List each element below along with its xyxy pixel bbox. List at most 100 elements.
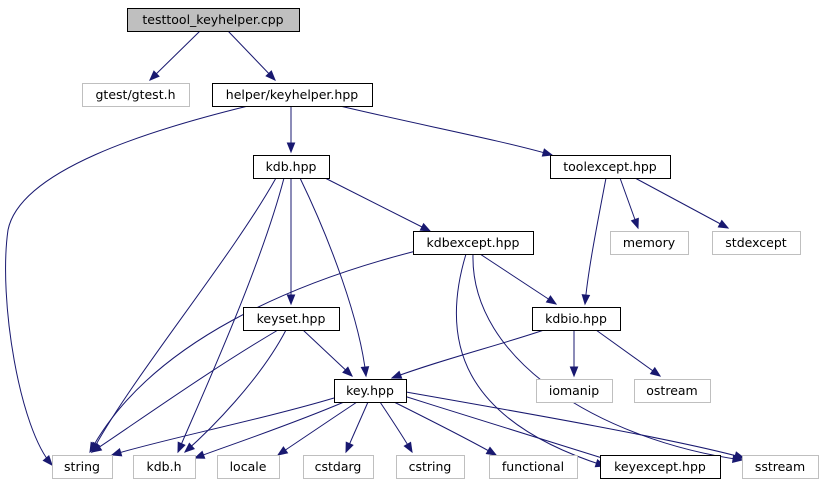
node-testtool[interactable]: testtool_keyhelper.cpp: [127, 8, 300, 32]
node-kdbhpp[interactable]: kdb.hpp: [253, 155, 330, 179]
node-label: gtest/gtest.h: [96, 87, 176, 102]
edge-keyhelper-to-string: [5, 105, 249, 467]
node-stdexcept[interactable]: stdexcept: [712, 231, 801, 255]
arrowhead-icon: [265, 70, 276, 81]
node-gtest[interactable]: gtest/gtest.h: [82, 83, 190, 107]
node-label: string: [64, 459, 100, 474]
edge-kdbhpp-to-keyhpp: [299, 177, 370, 378]
node-label: memory: [623, 235, 676, 250]
edge-toolexcept-to-stdexcept: [634, 177, 730, 229]
arrowhead-icon: [485, 446, 498, 456]
arrowhead-icon: [581, 294, 591, 306]
edge-kdbhpp-to-kdbexcept: [324, 177, 432, 232]
node-keyhpp[interactable]: key.hpp: [334, 379, 407, 403]
edge-keyhelper-to-kdbhpp: [286, 106, 296, 154]
node-sstream[interactable]: sstream: [742, 455, 819, 479]
node-label: cstring: [409, 459, 452, 474]
node-label: sstream: [755, 459, 805, 474]
edge-testtool-to-keyhelper: [227, 30, 276, 81]
node-cstdarg[interactable]: cstdarg: [303, 455, 374, 479]
edge-kdbio-to-iomanip: [569, 330, 579, 378]
edge-kdbhpp-to-keyset: [286, 178, 296, 306]
arrowhead-icon: [419, 222, 432, 232]
arrowhead-icon: [541, 148, 554, 157]
arrowhead-icon: [183, 442, 195, 453]
node-label: locale: [230, 459, 267, 474]
node-label: iomanip: [549, 383, 599, 398]
node-cstring[interactable]: cstring: [396, 455, 465, 479]
arrowhead-icon: [390, 370, 403, 379]
arrowhead-icon: [360, 366, 370, 378]
arrowhead-icon: [342, 366, 353, 377]
node-label: keyexcept.hpp: [614, 459, 706, 474]
arrowhead-icon: [90, 443, 103, 453]
node-label: kdbexcept.hpp: [427, 235, 520, 250]
edge-kdbio-to-keyhpp: [390, 329, 545, 379]
edge-keyset-to-keyhpp: [302, 329, 353, 377]
node-ostream[interactable]: ostream: [634, 379, 711, 403]
edge-keyhpp-to-kdbh: [193, 401, 345, 459]
arrowhead-icon: [193, 450, 206, 459]
node-label: toolexcept.hpp: [563, 159, 657, 174]
node-kdbexcept[interactable]: kdbexcept.hpp: [413, 231, 534, 255]
edge-testtool-to-gtest: [149, 30, 201, 81]
edge-keyhpp-to-sstream: [405, 391, 746, 460]
edge-kdbexcept-to-kdbio: [479, 253, 558, 305]
arrowhead-icon: [286, 142, 296, 154]
edge-keyhpp-to-string: [110, 397, 335, 457]
arrowhead-icon: [545, 295, 558, 305]
edge-kdbexcept-to-string: [89, 249, 421, 454]
edge-kdbexcept-to-sstream: [472, 253, 744, 463]
edge-kdbhpp-to-kdbh: [177, 177, 285, 454]
edge-toolexcept-to-kdbio: [581, 177, 607, 306]
edge-keyhpp-to-functional: [393, 401, 498, 456]
node-keyexcept[interactable]: keyexcept.hpp: [600, 455, 721, 479]
arrowhead-icon: [733, 451, 746, 460]
arrowhead-icon: [177, 441, 186, 454]
edge-keyhelper-to-toolexcept: [339, 105, 554, 157]
node-label: kdb.hpp: [266, 159, 317, 174]
nodes-layer: testtool_keyhelper.cpp gtest/gtest.h helpe…: [52, 8, 819, 479]
node-functional[interactable]: functional: [489, 455, 578, 479]
arrowhead-icon: [569, 366, 579, 378]
node-label: cstdarg: [315, 459, 362, 474]
node-label: key.hpp: [346, 383, 394, 398]
node-keyhelper[interactable]: helper/keyhelper.hpp: [212, 83, 373, 107]
edge-keyhpp-to-keyexcept: [403, 395, 617, 464]
node-memory[interactable]: memory: [610, 231, 689, 255]
edge-toolexcept-to-memory: [619, 177, 639, 230]
edge-kdbexcept-to-keyexcept: [455, 253, 607, 468]
edge-keyset-to-string: [90, 329, 279, 453]
node-kdbio[interactable]: kdbio.hpp: [532, 307, 621, 331]
arrowhead-icon: [345, 441, 354, 454]
arrowhead-icon: [276, 446, 289, 456]
arrowhead-icon: [717, 219, 730, 229]
node-label: kdbio.hpp: [545, 311, 607, 326]
edge-keyhpp-to-locale: [276, 401, 358, 456]
arrowhead-icon: [630, 217, 639, 230]
node-locale[interactable]: locale: [217, 455, 280, 479]
edge-keyhpp-to-cstdarg: [345, 401, 369, 454]
node-label: stdexcept: [725, 235, 786, 250]
node-label: functional: [502, 459, 564, 474]
node-label: keyset.hpp: [257, 311, 326, 326]
node-kdbh[interactable]: kdb.h: [133, 455, 196, 479]
arrowhead-icon: [110, 448, 123, 457]
edge-keyhpp-to-cstring: [379, 401, 413, 454]
arrowhead-icon: [286, 294, 296, 306]
node-label: helper/keyhelper.hpp: [226, 87, 358, 102]
node-label: kdb.h: [146, 459, 181, 474]
node-iomanip[interactable]: iomanip: [536, 379, 613, 403]
node-label: testtool_keyhelper.cpp: [142, 12, 283, 27]
node-toolexcept[interactable]: toolexcept.hpp: [550, 155, 671, 179]
node-string[interactable]: string: [52, 455, 113, 479]
arrowhead-icon: [649, 366, 662, 377]
node-label: ostream: [646, 383, 697, 398]
arrowhead-icon: [42, 454, 53, 467]
edge-keyset-to-kdbh: [183, 329, 287, 453]
edge-kdbio-to-ostream: [595, 329, 662, 377]
arrowhead-icon: [149, 70, 160, 81]
arrowhead-icon: [403, 441, 413, 454]
node-keyset[interactable]: keyset.hpp: [243, 307, 340, 331]
